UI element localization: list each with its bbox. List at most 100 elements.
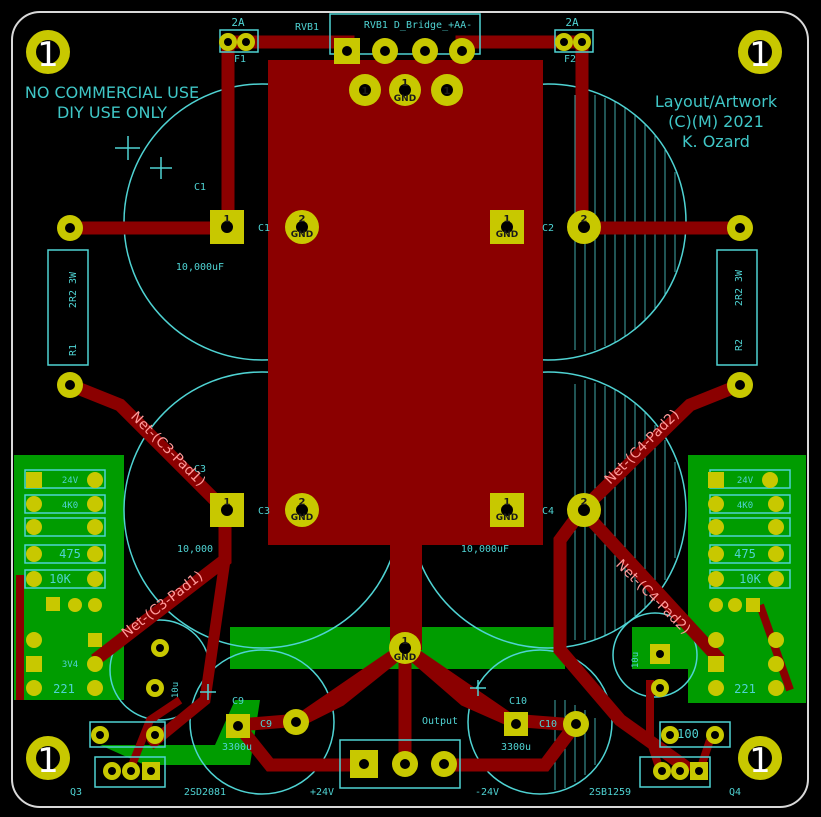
trace-net-c3-pad1 xyxy=(67,378,230,515)
svg-text:2: 2 xyxy=(581,497,588,508)
left-r-5: 221 xyxy=(53,682,75,696)
q4-ref: Q4 xyxy=(729,787,741,798)
r2-value: 2R2 3W xyxy=(734,269,745,306)
right-r-5: 221 xyxy=(734,682,756,696)
svg-text:GND: GND xyxy=(394,94,416,104)
left-r-3: 475 xyxy=(59,547,81,561)
f2-body xyxy=(554,29,594,53)
bridge-value: RVB1 D_Bridge_+AA- xyxy=(364,20,472,31)
svg-text:2: 2 xyxy=(299,497,306,508)
mount-hole-bottom-left xyxy=(26,736,70,780)
svg-text:1: 1 xyxy=(444,86,451,97)
r1-ref: R1 xyxy=(68,344,79,356)
notice-line2: DIY USE ONLY xyxy=(57,103,167,122)
bridge-ref: RVB1 xyxy=(295,22,319,33)
mount-hole-label: 1 xyxy=(37,741,59,781)
right-r-2: 4K0 xyxy=(737,501,753,511)
r2-ref: R2 xyxy=(734,339,745,351)
pad-labels: 1 2 GND 1 GND 2 1 2 GND 1 GND 2 1 1 GND … xyxy=(224,78,588,663)
q3-part: 2SD2081 xyxy=(184,787,226,798)
right-r-top: 24V xyxy=(737,476,754,486)
q4-part: 2SB1259 xyxy=(589,787,631,798)
svg-text:GND: GND xyxy=(496,230,518,240)
left-cap-value: 10u xyxy=(171,682,181,698)
left-zener: 3V4 xyxy=(62,660,78,670)
mount-hole-top-left xyxy=(26,30,70,74)
output-minus-label: -24V xyxy=(475,787,499,798)
reference-designators: 2A F1 2A F2 RVB1 RVB1 D_Bridge_+AA- C1 1… xyxy=(49,16,761,798)
c3-ref-inner: C3 xyxy=(258,506,270,517)
svg-text:1: 1 xyxy=(504,497,511,508)
right-small-cap-outline xyxy=(612,612,698,698)
trace-net-c4-pad2 xyxy=(577,378,743,515)
c10-ref-inner: C10 xyxy=(539,719,557,730)
svg-text:1: 1 xyxy=(402,78,409,89)
r1-body xyxy=(47,249,89,366)
output-connector-body xyxy=(339,739,461,789)
svg-text:1: 1 xyxy=(402,636,409,647)
net-label-c3-pad1-upper: Net-(C3-Pad1) xyxy=(127,409,208,490)
c4-value: 10,000uF xyxy=(461,544,509,555)
front-copper-layer xyxy=(16,35,794,776)
q3-link-body xyxy=(89,721,166,748)
svg-text:1: 1 xyxy=(224,497,231,508)
trace-c4-regulator xyxy=(553,506,694,776)
svg-text:2: 2 xyxy=(581,214,588,225)
mount-hole-label: 1 xyxy=(37,35,59,75)
mounting-holes xyxy=(26,30,782,780)
ground-plane xyxy=(268,60,543,545)
mount-hole-label: 1 xyxy=(749,35,771,75)
trace-minus24 xyxy=(445,721,581,772)
silkscreen-layer xyxy=(24,13,791,789)
f1-ref: F1 xyxy=(234,54,246,65)
svg-text:1: 1 xyxy=(224,214,231,225)
c3-value: 10,000 xyxy=(177,544,213,555)
credit-line2: (C)(M) 2021 xyxy=(668,112,764,131)
left-r-4: 10K xyxy=(49,572,71,586)
c10-value: 3300u xyxy=(501,742,531,753)
bridge-body xyxy=(329,13,481,55)
r1-value: 2R2 3W xyxy=(68,271,79,308)
svg-text:GND: GND xyxy=(394,653,416,663)
q4-body xyxy=(639,756,711,788)
right-cap-value: 10u xyxy=(631,652,641,668)
right-r-6: 100 xyxy=(677,727,699,741)
c10-ref: C10 xyxy=(509,696,527,707)
right-r-4: 10K xyxy=(739,572,761,586)
left-r-2: 4K0 xyxy=(62,501,78,511)
output-plus-label: +24V xyxy=(310,787,334,798)
credit-line1: Layout/Artwork xyxy=(655,92,778,111)
r2-body xyxy=(716,249,758,366)
ground-neck xyxy=(390,540,422,650)
c9-value: 3300u xyxy=(222,742,252,753)
credit-line3: K. Ozard xyxy=(682,132,750,151)
f2-rating: 2A xyxy=(565,16,579,29)
trace-plus24 xyxy=(232,720,365,772)
right-regulator-pour xyxy=(688,455,806,703)
c1-ref: C1 xyxy=(194,182,206,193)
c1-value: 10,000uF xyxy=(176,262,224,273)
c9-outline xyxy=(189,649,335,795)
left-r-top: 24V xyxy=(62,476,79,486)
board-info-text: NO COMMERCIAL USE DIY USE ONLY Layout/Ar… xyxy=(25,83,778,151)
notice-line1: NO COMMERCIAL USE xyxy=(25,83,199,102)
c2-ref: C2 xyxy=(542,223,554,234)
svg-text:GND: GND xyxy=(291,230,313,240)
board-outline xyxy=(11,11,809,808)
c10-outline xyxy=(467,649,613,795)
right-r6-body xyxy=(659,721,731,748)
mount-hole-label: 1 xyxy=(749,741,771,781)
mount-hole-top-right xyxy=(738,30,782,74)
c4-ref: C4 xyxy=(542,506,554,517)
pads xyxy=(26,33,784,780)
right-r-3: 475 xyxy=(734,547,756,561)
f2-ref: F2 xyxy=(564,54,576,65)
f1-rating: 2A xyxy=(231,16,245,29)
c9-ref: C9 xyxy=(232,696,244,707)
c3-ref: C3 xyxy=(194,464,206,475)
svg-text:1: 1 xyxy=(362,86,369,97)
mount-hole-bottom-right xyxy=(738,736,782,780)
output-label: Output xyxy=(422,716,458,727)
